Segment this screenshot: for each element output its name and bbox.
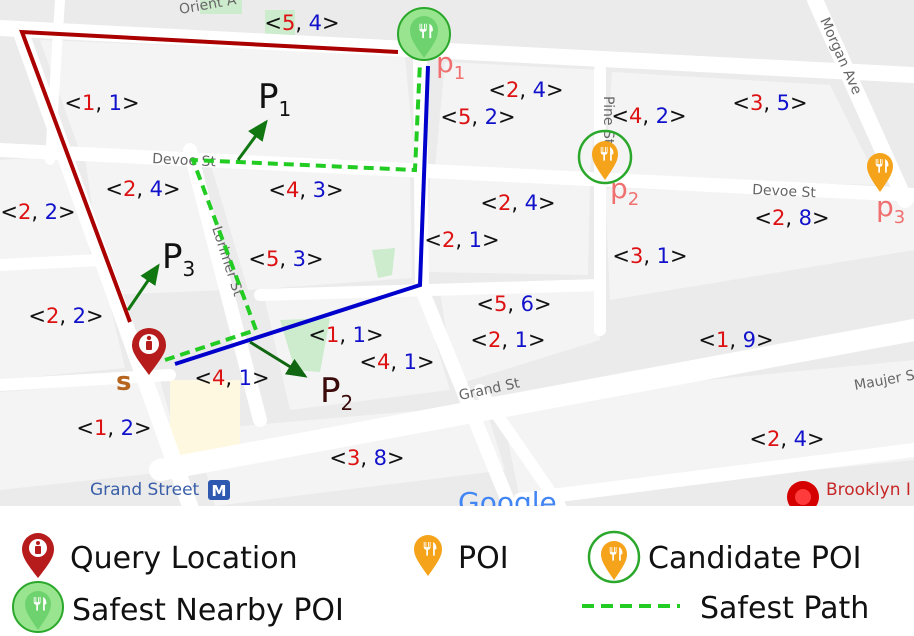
score-pair: <5, 2>: [440, 105, 515, 129]
block: [605, 188, 914, 300]
score-pair: <2, 1>: [424, 228, 499, 252]
path-label-p2: P2: [320, 371, 353, 415]
road: [474, 384, 566, 506]
query-location-marker: [131, 327, 167, 375]
block: [85, 158, 225, 295]
direction-arrow-p1: [236, 119, 268, 161]
legend-label-poi: POI: [458, 541, 509, 576]
block: [428, 178, 590, 275]
score-pair: <5, 4>: [264, 11, 339, 35]
score-pair: <2, 8>: [754, 206, 829, 230]
score-pair: <1, 1>: [308, 323, 383, 347]
block: [0, 380, 185, 490]
road-lorimer: [183, 143, 267, 427]
score-pair: <5, 6>: [476, 292, 551, 316]
legend-safest-nearby-poi: Safest Nearby POI: [12, 581, 344, 633]
road: [0, 254, 106, 271]
score-pair: <4, 2>: [611, 104, 686, 128]
score-pair: <2, 4>: [488, 78, 563, 102]
legend-query-location: Query Location: [22, 533, 298, 578]
poi-marker-p3: [867, 153, 893, 192]
score-pair: <2, 1>: [470, 328, 545, 352]
path-label-p3: P3: [162, 237, 195, 281]
roads: [0, 0, 914, 506]
candidate-poi-ring: [577, 129, 633, 185]
score-pair: <4, 1>: [359, 350, 434, 374]
score-pair: <2, 4>: [480, 191, 555, 215]
score-pair: <2, 2>: [0, 200, 75, 224]
street-label-devoe-right: Devoe St: [752, 182, 817, 201]
legend-person-head-icon: [36, 541, 40, 545]
score-pair: <2, 4>: [749, 427, 824, 451]
block: [435, 62, 600, 172]
street-label-devoe: Devoe St: [152, 151, 217, 170]
park: [280, 318, 330, 372]
block: [210, 162, 412, 290]
road: [415, 283, 517, 506]
map-area: Orient A Morgan Ave Devoe St Devoe St Lo…: [0, 0, 914, 519]
person-head-icon: [146, 335, 152, 341]
safest-path-route: [164, 61, 422, 362]
block: [40, 40, 415, 165]
path-p2-route: [174, 65, 430, 366]
legend-label-safest-nearby-poi: Safest Nearby POI: [72, 593, 344, 628]
score-pair: <1, 2>: [76, 416, 151, 440]
score-pair: <5, 3>: [248, 247, 323, 271]
safety-score-pairs: <5, 4> <1, 1> <2, 4> <5, 2> <4, 2> <3, 5> <2, …: [0, 11, 829, 470]
park: [200, 0, 242, 14]
legend-candidate-ring: [587, 530, 641, 584]
legend-safest-path: Safest Path: [582, 591, 869, 626]
person-body-icon: [146, 341, 152, 350]
city-blocks: [0, 40, 914, 506]
score-pair: <1, 9>: [698, 328, 773, 352]
legend-person-body-icon: [35, 546, 41, 554]
block: [440, 290, 600, 385]
score-pair: <2, 4>: [105, 177, 180, 201]
block: [0, 262, 125, 380]
score-pair: <3, 8>: [329, 446, 404, 470]
score-pair: <4, 1>: [194, 366, 269, 390]
station-label: Grand Street: [90, 480, 200, 500]
block: [605, 72, 880, 185]
score-pair: <1, 1>: [64, 91, 139, 115]
direction-arrow-p3: [126, 263, 160, 311]
candidate-poi-marker-p2: [577, 129, 633, 185]
road-maujer: [513, 443, 914, 506]
metro-label: M: [212, 482, 227, 500]
score-pair: <3, 5>: [732, 91, 807, 115]
legend-label-candidate-poi: Candidate POI: [648, 541, 861, 576]
park: [372, 248, 395, 278]
legend-label-query-location: Query Location: [70, 541, 298, 576]
query-label: s: [116, 367, 131, 397]
legend: Query Location POI Candidate POI Safest …: [12, 530, 869, 633]
poi-label-p3: p3: [876, 190, 905, 228]
google-watermark: Google: [458, 486, 557, 519]
brooklyn-label: Brooklyn I: [826, 480, 911, 500]
brooklyn-marker-inner: [795, 489, 811, 505]
park: [265, 10, 295, 38]
road-grand: [149, 319, 914, 481]
road-devoe: [0, 143, 914, 202]
road: [254, 279, 606, 301]
direction-arrow-p2: [249, 340, 308, 378]
path-label-p1: P1: [258, 77, 291, 121]
score-pair: <2, 2>: [28, 304, 103, 328]
path-p1-route: [19, 29, 399, 323]
road: [45, 0, 65, 165]
score-pair: <4, 3>: [268, 178, 343, 202]
legend-candidate-poi: Candidate POI: [587, 530, 861, 584]
metro-icon: [208, 480, 230, 500]
safest-poi-marker-p1: [397, 7, 451, 61]
legend-poi-icon: [414, 535, 442, 576]
score-pair: <3, 1>: [612, 244, 687, 268]
legend-label-safest-path: Safest Path: [700, 591, 869, 626]
legend-poi: POI: [414, 535, 509, 576]
road-top: [0, 20, 914, 83]
